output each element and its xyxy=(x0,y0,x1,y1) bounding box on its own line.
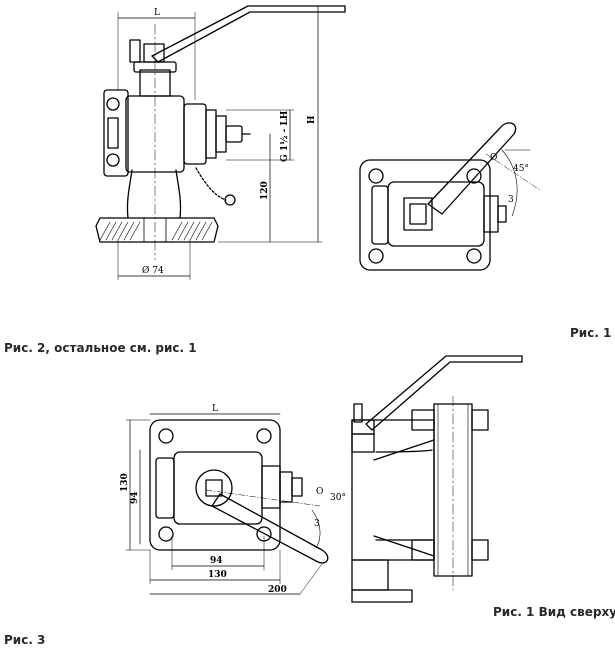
fig1-dim-120: 120 xyxy=(260,181,270,200)
fig3-dim-94-vertical: 94 xyxy=(130,491,140,504)
fig1-dim-length: L xyxy=(154,8,160,18)
fig3-dim-length: L xyxy=(212,404,218,414)
caption-fig1: Рис. 1 xyxy=(570,326,612,340)
fig1-dim-height: H xyxy=(307,115,317,124)
side-body xyxy=(351,419,435,561)
fig1-side-view-top xyxy=(351,355,523,603)
fig1-top-angle: 45° xyxy=(513,164,529,174)
fig3-closed: O xyxy=(316,487,323,497)
fig1-top-closed: O xyxy=(490,153,497,163)
fig3-dim-200: 200 xyxy=(268,585,287,595)
fig1-front-view xyxy=(95,5,346,281)
top-body xyxy=(387,181,485,247)
caption-fig3: Рис. 3 xyxy=(4,633,46,647)
fig3-angle: 30° xyxy=(330,493,346,503)
caption-fig1-top: Рис. 1 Вид сверху xyxy=(493,605,615,619)
stop-pin xyxy=(129,39,141,63)
fig1-dim-flange-dia: Ø 74 xyxy=(142,265,164,276)
fig3-dim-94-horizontal: 94 xyxy=(210,556,223,566)
fig3-dim-130-vertical: 130 xyxy=(120,473,130,492)
fig3-top-view xyxy=(125,413,329,595)
fig3-flange-square xyxy=(149,419,281,551)
fig1-top-open: 3 xyxy=(508,195,514,205)
side-handle xyxy=(365,355,523,431)
fig1-dim-thread: G 1½ - LH xyxy=(279,110,290,162)
fig3-dim-130-horizontal: 130 xyxy=(208,570,227,580)
side-cover xyxy=(103,89,129,177)
cap xyxy=(225,125,243,143)
outlet-nozzle xyxy=(183,103,207,165)
top-flange-square xyxy=(359,159,491,271)
handle-lever xyxy=(151,5,346,63)
fig3-body xyxy=(173,451,263,525)
stem-nut xyxy=(143,43,165,63)
fig1-top-view xyxy=(359,122,541,271)
fig3-handle xyxy=(211,493,329,564)
fig3-open: 3 xyxy=(314,519,320,529)
flange-base xyxy=(95,217,219,243)
top-handle xyxy=(427,122,517,215)
caption-fig2: Рис. 2, остальное см. рис. 1 xyxy=(4,341,197,355)
